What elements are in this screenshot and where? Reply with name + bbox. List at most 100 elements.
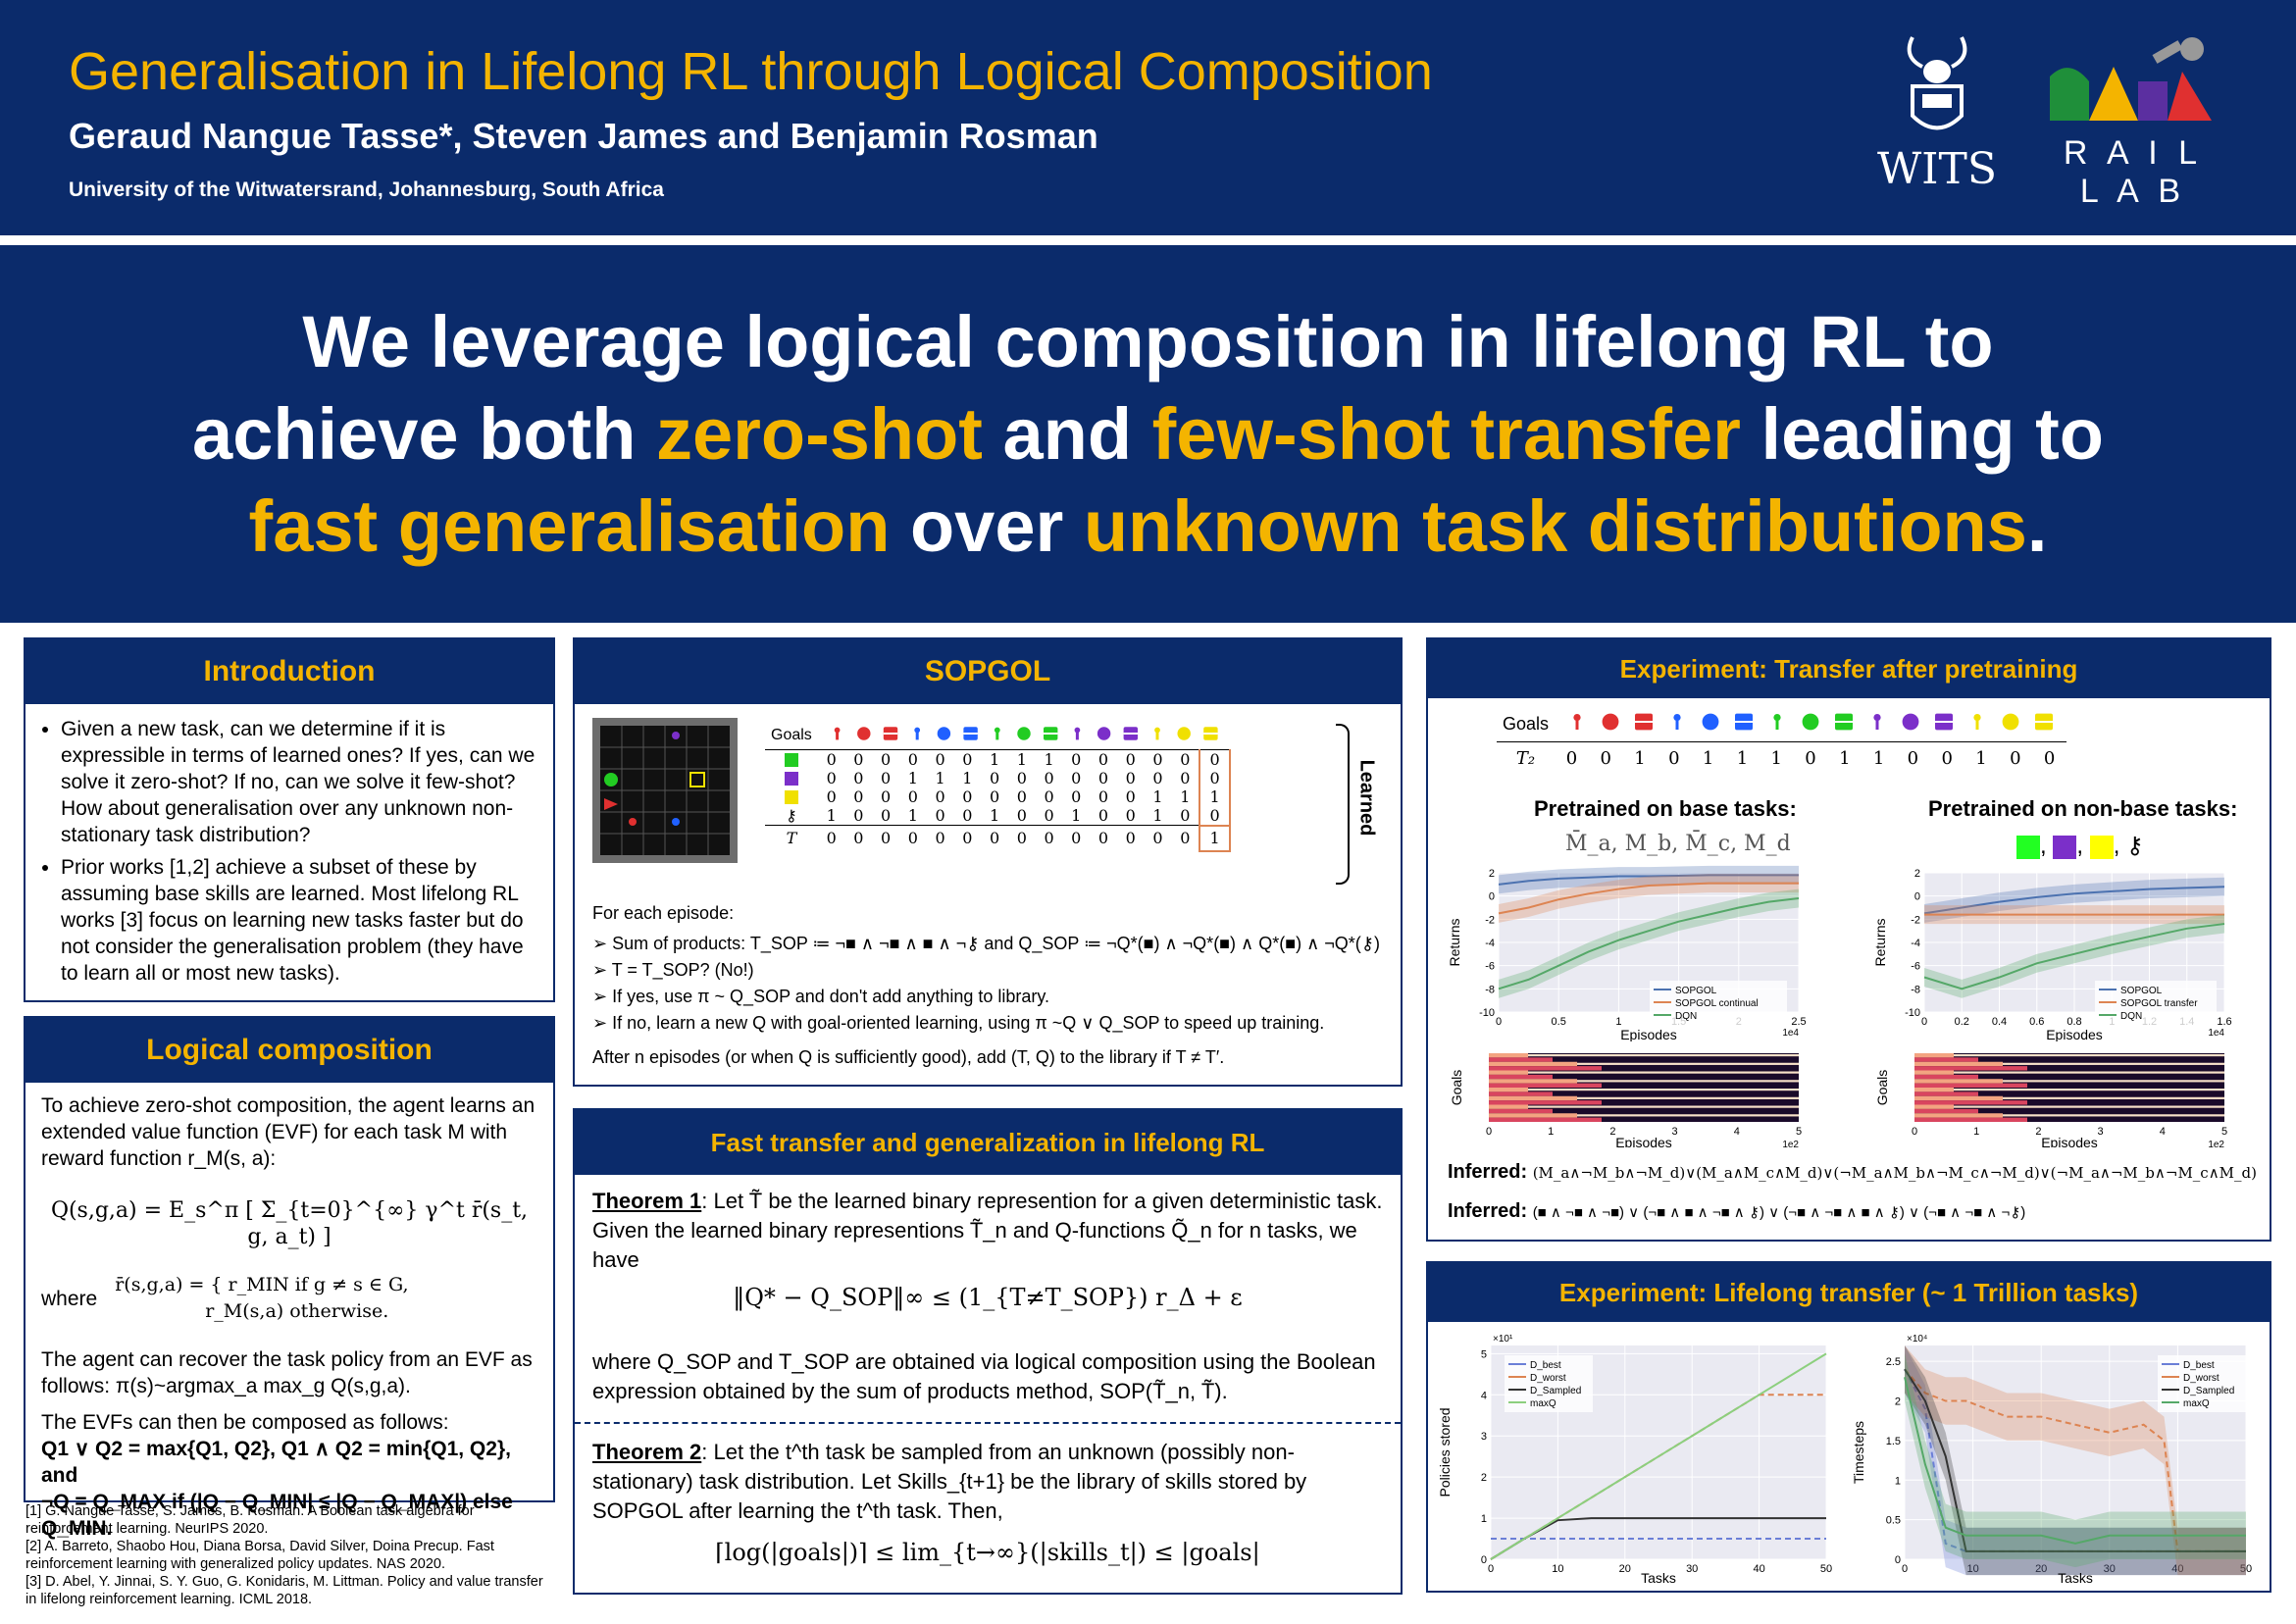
y-tick-label: 0 bbox=[1481, 1554, 1487, 1566]
sopgol-cell: 0 bbox=[1044, 768, 1054, 787]
heat-x-label: Episodes bbox=[1615, 1135, 1672, 1147]
heat-x-tick: 1 bbox=[1548, 1126, 1554, 1138]
x-tick-label: 1 bbox=[1615, 1016, 1621, 1028]
heat-x-tick: 3 bbox=[2098, 1126, 2104, 1138]
heatmap-row bbox=[1489, 1104, 1528, 1109]
sopgol-after: After n episodes (or when Q is sufficien… bbox=[592, 1047, 1225, 1067]
exp1-right-sub: , , , ⚷ bbox=[2016, 832, 2144, 860]
x-axis-label: Tasks bbox=[2058, 1570, 2093, 1585]
x-axis-label: Episodes bbox=[1620, 1027, 1677, 1041]
series-line bbox=[1904, 1377, 2246, 1545]
goal-key-icon bbox=[1153, 727, 1160, 734]
sopgol-cell: 1 bbox=[989, 749, 1000, 769]
y-tick-label: 4 bbox=[1481, 1390, 1487, 1401]
goal-ball-icon bbox=[1802, 713, 1819, 731]
legend-label: D_worst bbox=[2183, 1373, 2219, 1384]
x-tick-label: 0 bbox=[1488, 1563, 1494, 1575]
series-band bbox=[1499, 874, 1799, 923]
y-tick-label: 2.5 bbox=[1886, 1356, 1901, 1368]
t2-cell: 1 bbox=[1736, 747, 1749, 769]
series-line bbox=[1498, 897, 1800, 990]
goal-key-icon bbox=[1074, 727, 1081, 734]
row-color-icon: ⚷ bbox=[786, 805, 797, 825]
goal-ball-icon bbox=[937, 727, 950, 740]
y-scale-label: ×10⁴ bbox=[1907, 1334, 1927, 1345]
sopgol-cell: 1 bbox=[1044, 749, 1054, 769]
goal-key-shaft bbox=[1875, 720, 1879, 731]
heatmap-row bbox=[1914, 1095, 2003, 1101]
episode-intro: For each episode: bbox=[592, 903, 735, 923]
goal-key-shaft bbox=[1075, 732, 1079, 740]
x-tick-label: 0.6 bbox=[2029, 1016, 2044, 1028]
t-row-cell: 0 bbox=[853, 829, 864, 848]
heatmap-stripe bbox=[1528, 1054, 1799, 1057]
goal-key-shaft bbox=[1975, 720, 1979, 731]
sopgol-cell: 0 bbox=[1016, 768, 1027, 787]
grid-world-map bbox=[600, 726, 730, 855]
sopgol-cell: 0 bbox=[853, 749, 864, 769]
t-row-cell: 0 bbox=[989, 829, 1000, 848]
learned-bracket bbox=[1336, 724, 1350, 885]
theorem-2-label: Theorem 2 bbox=[592, 1440, 702, 1464]
sopgol-cell: 1 bbox=[907, 768, 918, 787]
y-tick-label: -8 bbox=[1911, 984, 1920, 995]
sopgol-cell: 0 bbox=[1199, 805, 1231, 826]
sopgol-cell: 0 bbox=[1199, 768, 1231, 787]
heat-x-tick: 5 bbox=[2221, 1126, 2227, 1138]
t2-cell: 1 bbox=[1872, 747, 1885, 769]
sopgol-cell: 0 bbox=[853, 768, 864, 787]
heat-x-label: Episodes bbox=[2041, 1135, 2098, 1147]
goal-ball-icon bbox=[1602, 713, 1619, 731]
logical-p2: The agent can recover the task policy fr… bbox=[41, 1348, 533, 1397]
y-tick-label: 1.5 bbox=[1886, 1436, 1901, 1447]
x-tick-label: 0 bbox=[1921, 1016, 1927, 1028]
goal-icons bbox=[834, 727, 1218, 740]
series-line bbox=[1490, 1352, 1827, 1560]
y-tick-label: 2 bbox=[1481, 1472, 1487, 1484]
t-row-cell: 0 bbox=[1097, 829, 1109, 848]
heatmap-row bbox=[1489, 1100, 1602, 1105]
sopgol-cell: 0 bbox=[881, 787, 892, 806]
sopgol-cell: 0 bbox=[1125, 787, 1136, 806]
wits-crest-icon bbox=[1907, 36, 1967, 130]
inferred-1: Inferred: (M_a∧¬M_b∧¬M_d)∨(M_a∧M_c∧M_d)∨… bbox=[1448, 1161, 2257, 1183]
x-tick-label: 0 bbox=[1902, 1563, 1908, 1575]
sopgol-cell: 0 bbox=[1180, 749, 1191, 769]
sopgol-cell: 0 bbox=[1097, 768, 1109, 787]
heatmap-stripe bbox=[2003, 1062, 2224, 1065]
affiliation: University of the Witwatersrand, Johanne… bbox=[69, 178, 664, 201]
heatmap-stripe bbox=[2003, 1096, 2224, 1099]
goal-key-icon bbox=[834, 727, 841, 734]
sopgol-cell: 0 bbox=[1180, 805, 1191, 825]
legend-label: DQN bbox=[1675, 1011, 1697, 1022]
sopgol-cell: 0 bbox=[853, 805, 864, 825]
sopgol-cell: 0 bbox=[1180, 768, 1191, 787]
x-tick-label: 30 bbox=[1686, 1563, 1698, 1575]
sopgol-cell: 0 bbox=[1097, 805, 1109, 825]
goals-header: Goals bbox=[771, 726, 812, 743]
sopgol-heading: SOPGOL bbox=[575, 639, 1401, 704]
goal-key-icon bbox=[1573, 714, 1581, 722]
sopgol-cell: 1 bbox=[907, 805, 918, 825]
rail-lab-logo: R A I L L A B bbox=[2045, 27, 2221, 224]
heatmap-stripe bbox=[1577, 1096, 1799, 1099]
x-tick-label: 50 bbox=[1820, 1563, 1832, 1575]
heat-x-tick: 1 bbox=[1973, 1126, 1979, 1138]
y-tick-label: -2 bbox=[1485, 914, 1495, 926]
sopgol-cell: 1 bbox=[826, 805, 837, 825]
sopgol-cell: 0 bbox=[989, 768, 1000, 787]
t2-cell: 0 bbox=[1907, 747, 1919, 769]
x-tick-label: 40 bbox=[1753, 1563, 1764, 1575]
heatmap-row bbox=[1489, 1091, 1553, 1096]
x-axis-label: Tasks bbox=[1641, 1570, 1676, 1585]
goal-key-shaft bbox=[1775, 720, 1779, 731]
series-band bbox=[1499, 865, 1799, 894]
y-tick-label: 0 bbox=[1489, 891, 1495, 903]
goal-ball-icon bbox=[1902, 713, 1919, 731]
heatmap-stripe bbox=[1954, 1089, 2224, 1091]
x-scale-label: 1e4 bbox=[1782, 1028, 1799, 1039]
series-band bbox=[1905, 1345, 2246, 1576]
sopgol-cell: 0 bbox=[907, 787, 918, 806]
